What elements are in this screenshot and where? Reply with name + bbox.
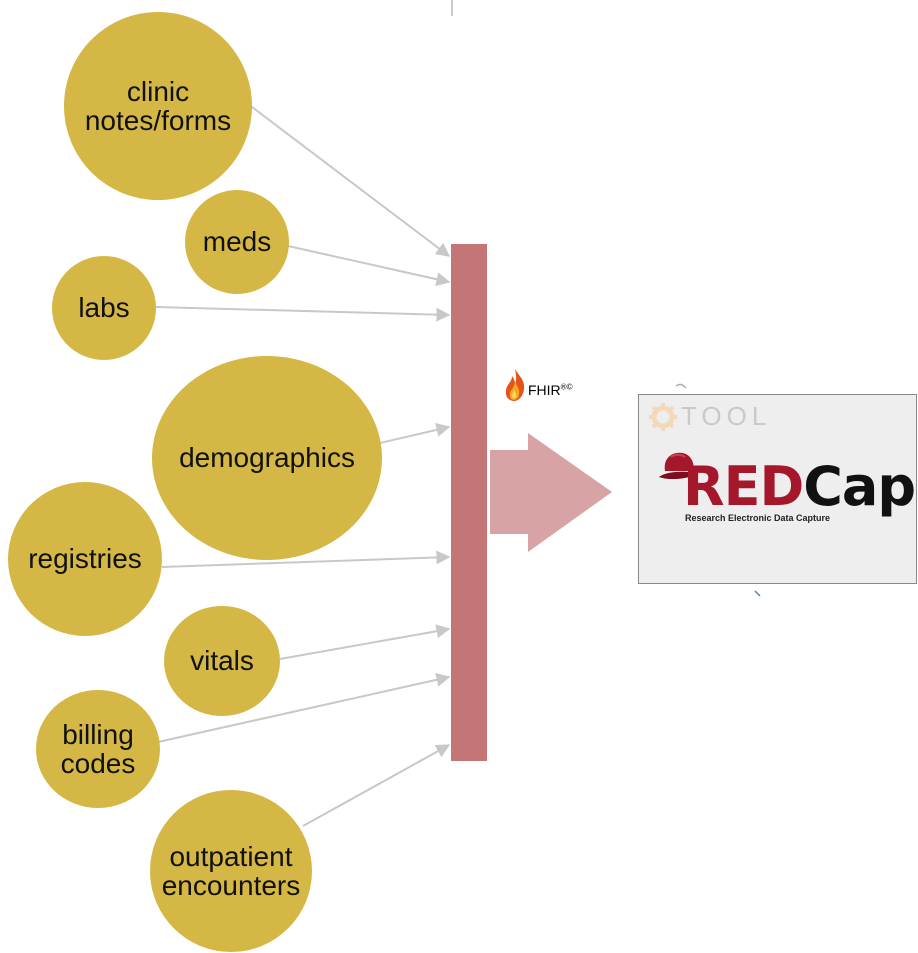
- node-demographics: demographics: [152, 356, 382, 560]
- connector-demographics: [379, 423, 451, 444]
- redcap-logo: REDCap: [683, 455, 916, 518]
- node-outpatient-encounters: outpatient encounters: [150, 790, 312, 952]
- node-label: labs: [78, 292, 130, 324]
- redcap-tagline: Research Electronic Data Capture: [685, 513, 831, 523]
- card-corner-mark: [754, 590, 761, 597]
- fhir-collector-bar: [451, 244, 487, 761]
- redcap-wordmark-red: RED: [683, 455, 804, 518]
- connector-billing-codes: [157, 672, 451, 743]
- node-registries: registries: [8, 482, 162, 636]
- tool-label: TOOL: [681, 401, 772, 431]
- node-label: meds: [202, 226, 272, 258]
- node-label: clinic notes/forms: [84, 75, 232, 136]
- redcap-wordmark-dark: Cap: [803, 455, 916, 518]
- connector-outpatient: [302, 744, 451, 827]
- node-clinic-notes: clinic notes/forms: [64, 12, 252, 200]
- connector-vitals: [279, 624, 451, 660]
- big-arrow: [490, 433, 612, 552]
- fhir-badge: FHIR®©: [504, 368, 572, 402]
- connector-registries: [161, 550, 451, 568]
- node-labs: labs: [52, 256, 156, 360]
- card-corner-mark: [675, 383, 687, 389]
- node-billing-codes: billing codes: [36, 690, 160, 808]
- node-label: billing codes: [60, 718, 136, 779]
- connector-labs: [155, 306, 451, 322]
- node-label: outpatient encounters: [161, 840, 301, 901]
- fhir-label: FHIR®©: [528, 382, 572, 398]
- node-meds: meds: [185, 190, 289, 294]
- fhir-name: FHIR: [528, 382, 561, 398]
- node-label: demographics: [179, 442, 355, 474]
- connector-meds: [287, 245, 451, 287]
- connector-clinic-notes: [247, 103, 451, 257]
- flame-icon: [505, 369, 525, 401]
- gear-icon: [649, 403, 677, 431]
- fhir-marks: ®©: [560, 382, 573, 392]
- node-label: vitals: [190, 645, 254, 677]
- node-vitals: vitals: [164, 606, 280, 716]
- redcap-wordmark: REDCap: [683, 455, 916, 518]
- node-label: registries: [28, 543, 142, 575]
- cap-icon: [659, 452, 697, 480]
- tool-card: TOOL REDCap Research Electronic Data Cap…: [638, 394, 917, 584]
